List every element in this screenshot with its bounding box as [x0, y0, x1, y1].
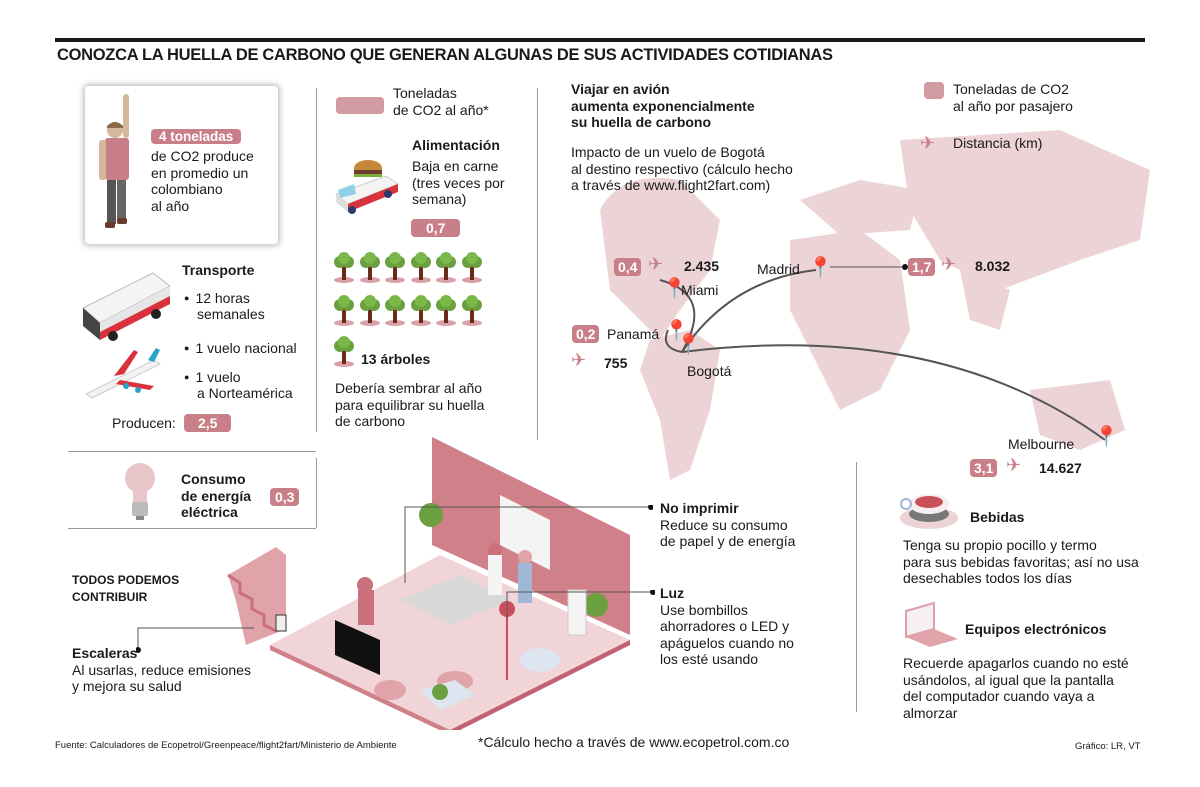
electronics-text: Recuerde apagarlos cuando no esté usándo… — [903, 655, 1129, 721]
lightbulb-icon — [125, 463, 155, 520]
transport-bullet: 12 horas — [184, 290, 249, 307]
airplane-icon: ✈ — [941, 254, 957, 275]
tree-icon — [385, 252, 405, 283]
map-pin-icon: 📍 — [1094, 424, 1119, 448]
distance-km: 14.627 — [1039, 460, 1082, 476]
page-title: CONOZCA LA HUELLA DE CARBONO QUE GENERAN… — [57, 46, 833, 64]
route-panama — [664, 329, 683, 353]
airplane-icon — [85, 348, 161, 399]
flight-routes — [659, 264, 1106, 441]
flights-desc: Impacto de un vuelo de Bogotá al destino… — [571, 144, 793, 193]
co2-badge: 0,2 — [572, 325, 600, 343]
route-miami — [659, 279, 696, 353]
trees-grid — [332, 252, 492, 337]
co2-badge: 3,1 — [970, 459, 998, 477]
drinks-title: Bebidas — [970, 509, 1025, 525]
tree-icon — [436, 295, 456, 326]
food-value-badge: 0,7 — [411, 219, 461, 237]
food-title: Alimentación — [412, 137, 500, 153]
energy-value-badge: 0,3 — [270, 488, 300, 506]
tree-icon — [334, 336, 354, 367]
source-text: Fuente: Calculadores de Ecopetrol/Greenp… — [55, 740, 397, 751]
world-map — [600, 130, 1150, 480]
divider — [68, 451, 316, 452]
transport-value-badge: 2,5 — [184, 414, 232, 432]
produce-label: Producen: — [112, 415, 176, 431]
airplane-icon: ✈ — [1006, 455, 1022, 476]
tree-icon — [385, 295, 405, 326]
map-pin-icon: 📍 — [676, 332, 701, 356]
transport-bullet: 1 vuelo — [184, 369, 240, 386]
food-truck-icon — [335, 160, 400, 214]
distance-km: 2.435 — [684, 258, 720, 274]
legend-swatch — [924, 82, 944, 99]
city-label: Melbourne — [1008, 436, 1075, 452]
laptop-icon — [905, 601, 958, 647]
title-rule — [55, 38, 1145, 42]
map-legend-distance: Distancia (km) — [953, 135, 1043, 151]
transport-title: Transporte — [182, 262, 255, 278]
co2-badge: 0,4 — [614, 258, 642, 276]
route-madrid — [681, 269, 817, 353]
divider — [68, 528, 316, 529]
no-print-text: No imprimir Reduce su consumo de papel y… — [660, 500, 796, 549]
transport-bullet-cont: semanales — [197, 306, 265, 322]
energy-title: Consumo de energía eléctrica — [181, 471, 252, 520]
map-pin-icon: 📍 — [664, 318, 689, 342]
flights-title: Viajar en avión aumenta exponencialmente… — [571, 81, 755, 130]
tree-icon — [334, 252, 354, 283]
tree-icon — [436, 252, 456, 283]
map-pin-icon: 📍 — [808, 255, 833, 279]
calculation-note: *Cálculo hecho a través de www.ecopetrol… — [478, 734, 790, 750]
tree-icon — [334, 295, 354, 326]
airplane-icon: ✈ — [571, 350, 587, 371]
food-desc: Baja en carne (tres veces por semana) — [412, 158, 505, 207]
divider — [316, 88, 317, 432]
stairs-text: Escaleras Al usarlas, reduce emisiones y… — [72, 645, 251, 694]
transport-bullet-cont: a Norteamérica — [197, 385, 293, 401]
tree-icon — [359, 252, 380, 283]
trees-label: 13 árboles — [361, 351, 431, 367]
person-card-text: de CO2 produce en promedio un colombiano… — [151, 148, 254, 214]
bus-icon — [82, 272, 171, 341]
divider — [316, 458, 317, 528]
tree-icon — [410, 252, 431, 283]
tree-icon — [461, 252, 482, 283]
light-text: Luz Use bombillos ahorradores o LED y ap… — [660, 585, 794, 667]
divider — [537, 88, 538, 440]
office-illustration — [270, 437, 630, 730]
legend-swatch — [336, 97, 384, 114]
stairs-illustration — [227, 547, 287, 645]
map-pin-icon: 📍 — [662, 276, 687, 300]
contribute-heading: TODOS PODEMOS CONTRIBUIR — [72, 573, 180, 604]
city-label: Panamá — [607, 326, 660, 342]
tree-icon — [359, 295, 380, 326]
route-melbourne — [681, 344, 1106, 441]
legend-label: Toneladas de CO2 al año* — [393, 85, 489, 118]
divider — [856, 462, 857, 712]
coffee-cup-icon — [900, 494, 958, 529]
city-label: Madrid — [757, 261, 800, 277]
map-legend-co2: Toneladas de CO2 al año por pasajero — [953, 81, 1073, 114]
drinks-text: Tenga su propio pocillo y termo para sus… — [903, 537, 1139, 586]
stairs-callout-line — [136, 627, 254, 653]
distance-km: 8.032 — [975, 258, 1011, 274]
co2-badge: 1,7 — [908, 258, 936, 276]
no-print-callout-line — [404, 505, 653, 583]
airplane-icon: ✈ — [648, 254, 664, 275]
tree-icon — [461, 295, 482, 326]
tree-icon — [410, 295, 431, 326]
city-label: Miami — [681, 282, 719, 298]
origin-city-label: Bogotá — [687, 363, 732, 379]
co2-badge: 4 toneladas — [151, 129, 242, 144]
transport-bullet: 1 vuelo nacional — [184, 340, 296, 357]
light-callout-line — [506, 590, 655, 618]
person-card: 4 toneladas de CO2 produce en promedio u… — [85, 86, 278, 244]
trees-desc: Debería sembrar al año para equilibrar s… — [335, 380, 485, 429]
graphic-credit: Gráfico: LR, VT — [1075, 741, 1141, 752]
airplane-icon: ✈ — [920, 133, 936, 154]
person-icon — [99, 94, 129, 228]
distance-km: 755 — [604, 355, 628, 371]
electronics-title: Equipos electrónicos — [965, 621, 1107, 637]
